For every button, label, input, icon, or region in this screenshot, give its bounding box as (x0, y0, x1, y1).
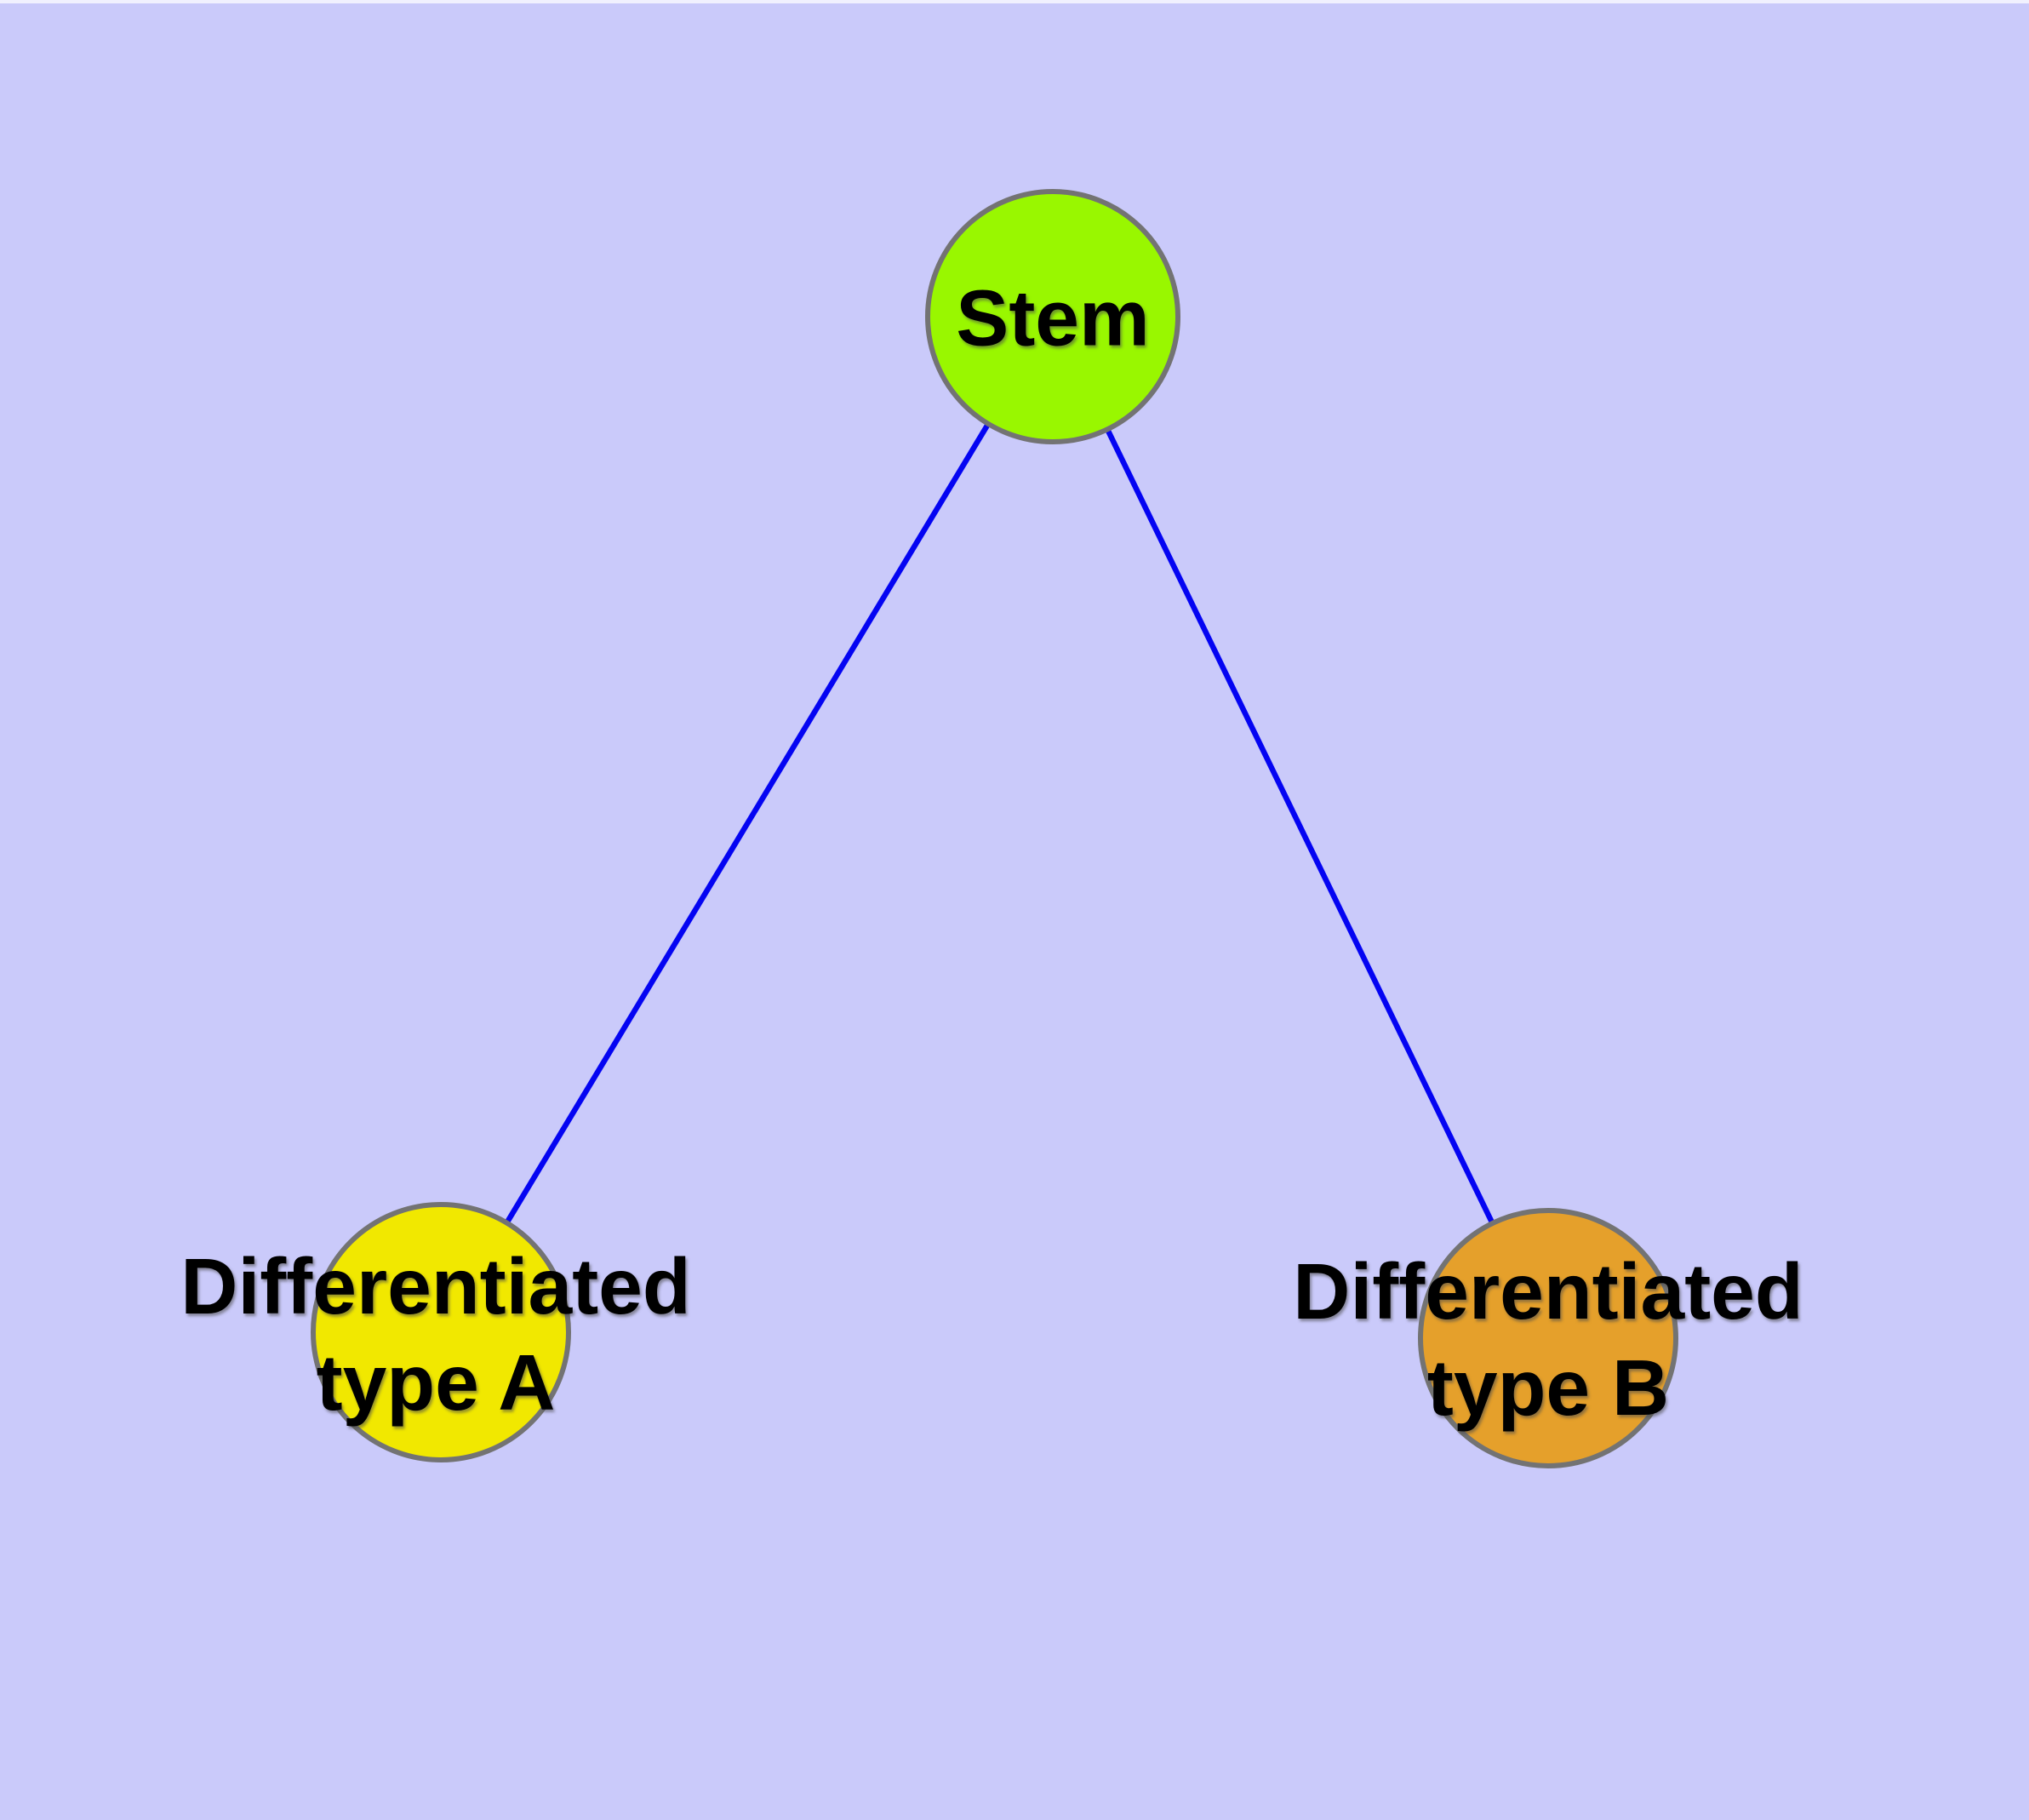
node-type-b-circle (1418, 1208, 1678, 1468)
node-stem-circle (925, 189, 1180, 444)
node-stem-label: Stem (956, 271, 1149, 367)
node-stem-label-line-1: Stem (956, 273, 1150, 363)
node-type-a-label: Differentiated type A (180, 1239, 690, 1431)
node-type-b-label-line-2: type B (1426, 1343, 1670, 1432)
node-type-b-label: Differentiated type B (1293, 1244, 1803, 1436)
edge-stem-to-type-b (1050, 315, 1551, 1340)
node-type-a-label-line-1: Differentiated (180, 1242, 691, 1331)
node-type-b-label-line-1: Differentiated (1293, 1247, 1803, 1336)
node-type-a-label-line-2: type A (316, 1338, 556, 1427)
node-type-a-circle (311, 1202, 571, 1462)
top-margin-strip (0, 0, 2029, 3)
edge-stem-to-type-a (438, 315, 1055, 1334)
